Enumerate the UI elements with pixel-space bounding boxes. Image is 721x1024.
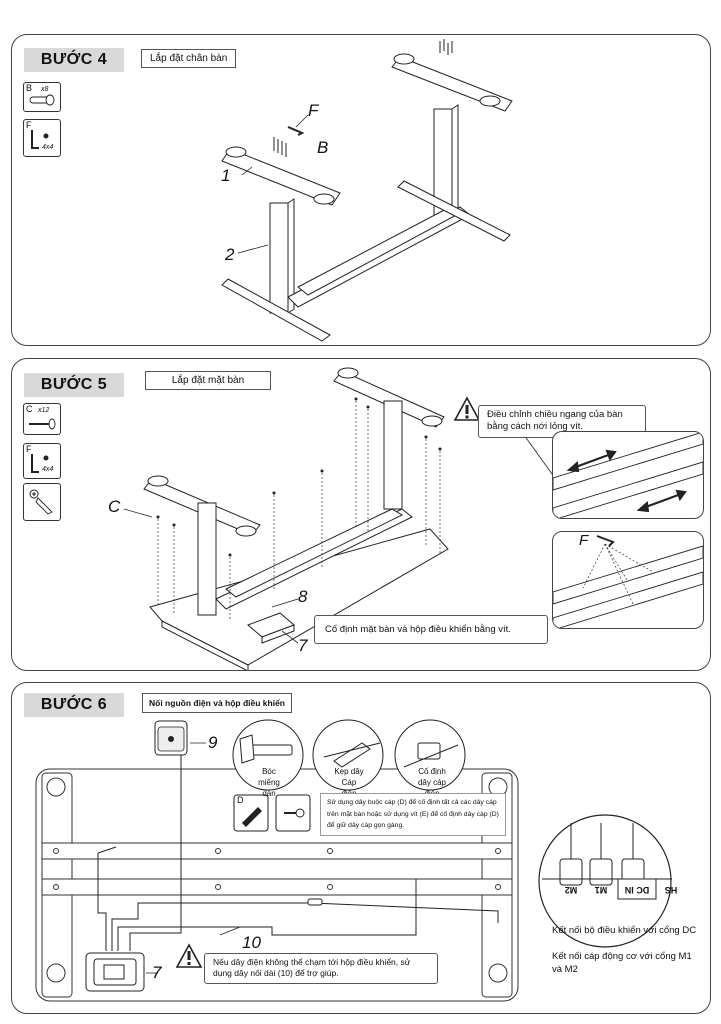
step4-panel: BƯỚC 4 Lắp đặt chân bàn B x8 F 4x4	[11, 34, 711, 346]
screw-icon	[29, 418, 56, 430]
part-f-box: F 4x4	[23, 119, 61, 157]
step6-title: Nối nguồn điện và hộp điều khiển	[142, 693, 292, 713]
step5-label: BƯỚC 5	[24, 373, 124, 397]
step6-callout-7: 7	[152, 963, 162, 982]
step5-illustration	[123, 367, 561, 670]
screwdriver-icon	[29, 489, 53, 515]
step4-label: BƯỚC 4	[24, 48, 124, 72]
step6-panel: BƯỚC 6 Nối nguồn điện và hộp điều khiển	[11, 682, 711, 1014]
step6-warning-text: Nếu dây điện không thể chạm tới hộp điều…	[213, 957, 411, 979]
part-f-qty: 4x4	[42, 144, 54, 151]
part-b-box: B x8	[23, 82, 61, 112]
step4-illustration	[221, 39, 513, 342]
part-f5-code: F	[26, 444, 32, 454]
cable-note: Sử dụng dây buộc cáp (D) để cố định tất …	[320, 793, 506, 836]
step6-warning: Nếu dây điện không thể chạm tới hộp điều…	[204, 953, 438, 984]
bolt-icon	[29, 94, 55, 106]
circle-label-peel: Bóc miếng dán	[258, 767, 280, 798]
part-b-qty: x8	[41, 86, 49, 93]
cable-note-text: Sử dụng dây buộc cáp (D) để cố định tất …	[327, 799, 499, 830]
step5-title: Lắp đặt mặt bàn	[145, 371, 271, 390]
part-b-code: B	[26, 83, 33, 93]
hex-key-icon	[31, 454, 49, 473]
port-hs: HS	[664, 885, 678, 895]
step5-note: Cố định mặt bàn và hộp điều khiển bằng v…	[314, 615, 548, 644]
part-d-code: D	[237, 795, 244, 805]
detail-inset-top	[552, 431, 704, 519]
connect-note-motor: Kết nối cáp động cơ với cổng M1 và M2	[552, 951, 692, 975]
screwdriver-box	[23, 483, 61, 521]
step4-title: Lắp đặt chân bàn	[141, 49, 237, 68]
port-m2: M2	[564, 885, 578, 895]
part-f5-qty: 4x4	[42, 466, 54, 473]
step4-callout-2: 2	[225, 245, 235, 264]
hex-key-icon	[31, 130, 49, 149]
part-c-qty: x12	[38, 407, 50, 414]
step4-callout-f: F	[308, 101, 319, 120]
step5-callout-f: F	[579, 532, 589, 549]
step6-callout-10: 10	[242, 933, 261, 952]
part-c-box: C x12	[23, 403, 61, 435]
port-dc-in: DC IN	[624, 885, 650, 895]
step6-label: BƯỚC 6	[24, 693, 124, 717]
part-c-code: C	[26, 404, 33, 414]
step4-callout-1: 1	[221, 166, 231, 185]
rail-detail-drawing	[553, 432, 703, 518]
step5-callout-c: C	[108, 497, 121, 516]
connect-note-dc: Kết nối bộ điều khiển với cổng DC	[552, 925, 697, 936]
part-f-code: F	[26, 120, 32, 130]
step5-callout-7: 7	[298, 636, 308, 655]
warning-icon	[453, 396, 481, 421]
step5-panel: BƯỚC 5 Lắp đặt mặt bàn C x12 F 4x4	[11, 358, 711, 671]
loosen-screw-drawing	[553, 535, 703, 628]
port-m1: M1	[594, 885, 608, 895]
step4-callout-b: B	[317, 138, 329, 157]
detail-inset-bottom: F	[552, 531, 704, 629]
step5-warning-text: Điều chỉnh chiều ngang của bàn bằng cách…	[487, 409, 623, 433]
step6-callout-9: 9	[208, 733, 218, 752]
part-f5-box: F 4x4	[23, 443, 61, 479]
step5-callout-8: 8	[298, 587, 308, 606]
